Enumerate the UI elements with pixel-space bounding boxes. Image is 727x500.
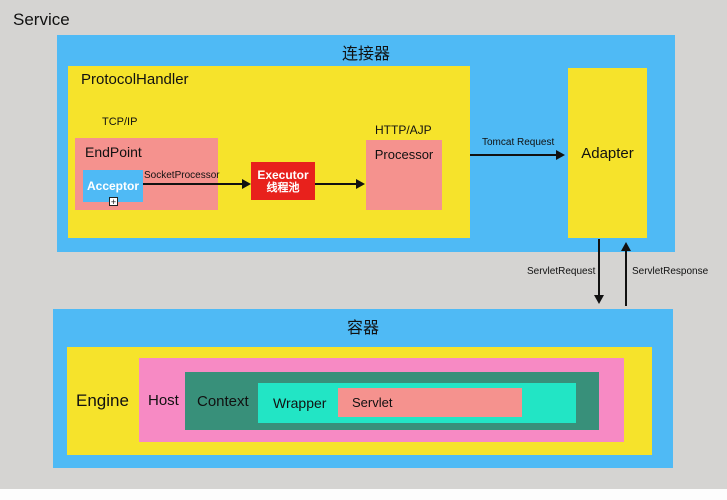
tcp-ip-label: TCP/IP (102, 116, 138, 128)
protocol-handler-title: ProtocolHandler (81, 71, 189, 88)
executor-to-processor-arrow-line (315, 183, 357, 185)
servlet-request-arrow-line (598, 239, 600, 296)
adapter-label: Adapter (581, 144, 634, 162)
engine-label: Engine (76, 391, 129, 410)
executor-box: Executor 线程池 (251, 162, 315, 200)
tomcat-request-label: Tomcat Request (482, 137, 555, 148)
tomcat-request-arrowhead-icon (556, 150, 565, 160)
acceptor-to-executor-arrowhead-icon (242, 179, 251, 189)
wrapper-label: Wrapper (273, 395, 327, 411)
processor-label: Processor (374, 147, 434, 162)
service-title: Service (13, 10, 70, 29)
servlet-response-arrow-line (625, 250, 627, 306)
processor-box: Processor (366, 140, 442, 210)
executor-label: Executor (257, 167, 309, 182)
context-label: Context (197, 392, 249, 410)
servlet-response-label: ServletResponse (632, 266, 709, 277)
host-label: Host (148, 391, 179, 409)
acceptor-to-executor-arrow-line (143, 183, 243, 185)
container-title: 容器 (346, 320, 379, 337)
expand-plus-icon: + (109, 197, 118, 207)
tomcat-request-arrow-line (470, 154, 557, 156)
servlet-response-arrowhead-icon (621, 242, 631, 251)
acceptor-label: Acceptor (86, 179, 139, 193)
executor-threadpool-label: 线程池 (266, 181, 300, 194)
http-ajp-label: HTTP/AJP (375, 123, 432, 137)
executor-to-processor-arrowhead-icon (356, 179, 365, 189)
connector-title: 连接器 (341, 46, 390, 63)
servlet-box: Servlet (338, 388, 522, 417)
adapter-box: Adapter (568, 68, 647, 238)
acceptor-box: Acceptor (83, 170, 143, 202)
bottom-white-strip (0, 489, 727, 500)
socket-processor-label: SocketProcessor (144, 170, 220, 181)
servlet-request-label: ServletRequest (527, 266, 596, 277)
servlet-label: Servlet (352, 395, 393, 410)
endpoint-title: EndPoint (85, 144, 142, 160)
servlet-request-arrowhead-icon (594, 295, 604, 304)
